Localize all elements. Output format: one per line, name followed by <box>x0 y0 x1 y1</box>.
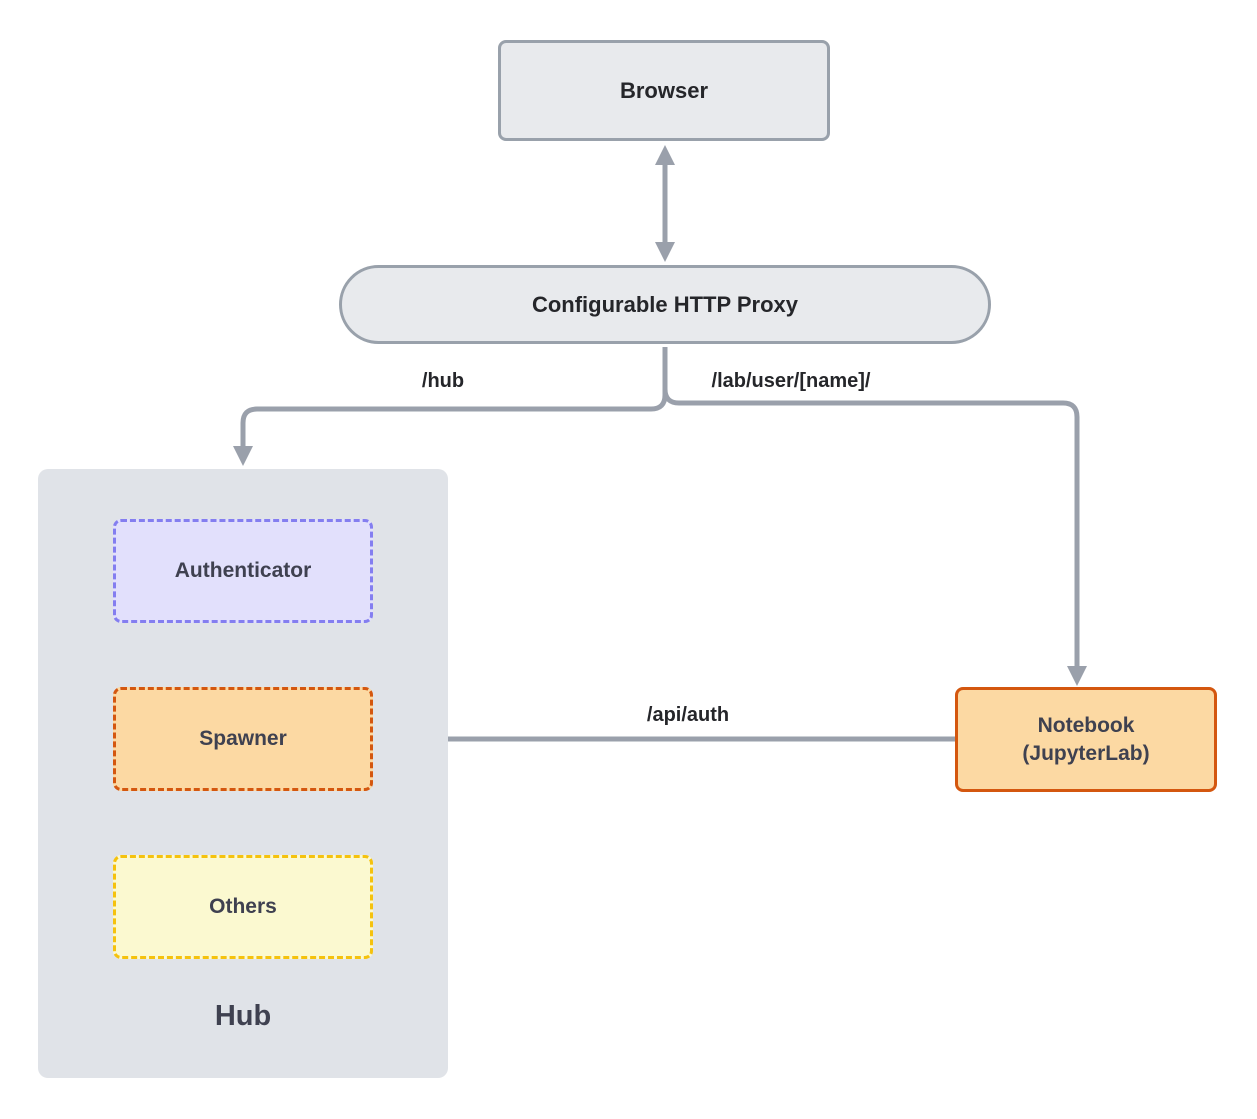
hub-group-label: Hub <box>214 1000 272 1032</box>
node-spawner-label: Spawner <box>199 727 287 750</box>
node-browser: Browser <box>498 40 830 141</box>
node-authenticator: Authenticator <box>113 519 373 623</box>
edge-label-api-auth: /api/auth <box>646 704 730 726</box>
node-others: Others <box>113 855 373 959</box>
edge-label-lab-user-route: /lab/user/[name]/ <box>711 370 871 392</box>
node-spawner: Spawner <box>113 687 373 791</box>
node-authenticator-label: Authenticator <box>174 559 312 582</box>
edge-label-hub-route: /hub <box>421 370 465 392</box>
node-notebook-label-line2: (JupyterLab) <box>1022 741 1150 765</box>
node-browser-label: Browser <box>619 77 709 103</box>
node-others-label: Others <box>209 895 277 918</box>
node-proxy-label: Configurable HTTP Proxy <box>531 291 799 317</box>
node-notebook-label-line1: Notebook <box>1037 713 1135 737</box>
node-notebook-jupyterlab: Notebook (JupyterLab) <box>955 687 1217 792</box>
edge-proxy-hub <box>233 347 668 466</box>
edge-proxy-notebook <box>662 347 1087 686</box>
node-configurable-http-proxy: Configurable HTTP Proxy <box>339 265 991 344</box>
